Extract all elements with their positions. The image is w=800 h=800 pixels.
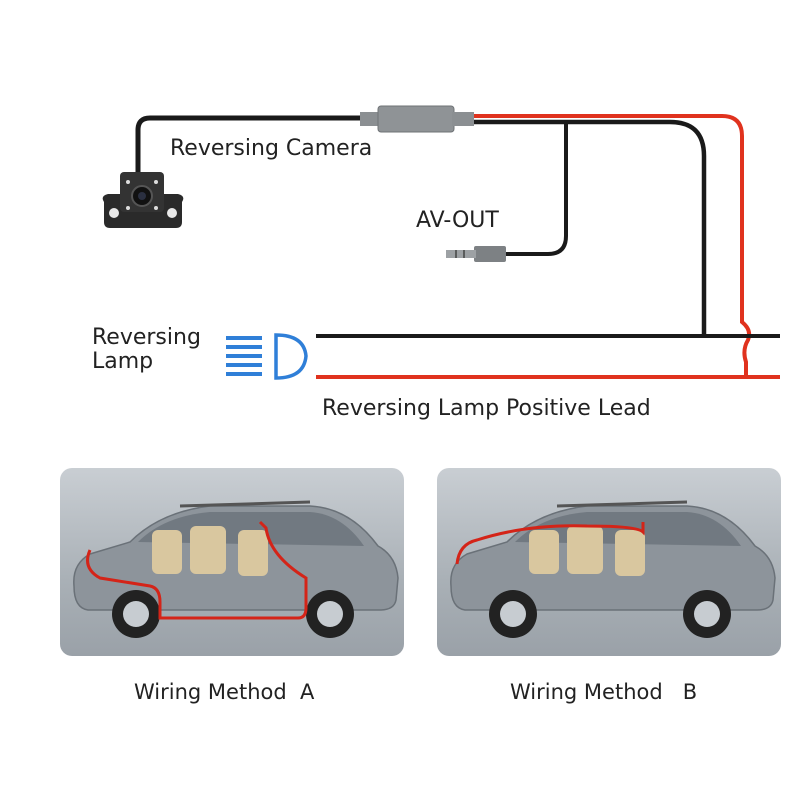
lamp-label-line2: Lamp <box>92 349 154 374</box>
caption-method-a: Wiring Method A <box>134 680 315 704</box>
camera-cable <box>135 115 362 172</box>
camera-label: Reversing Camera <box>170 136 373 161</box>
caption-method-b: Wiring Method B <box>510 680 698 704</box>
camera-icon <box>102 172 184 228</box>
av-out-label: AV-OUT <box>416 208 499 233</box>
av-plug-icon <box>446 246 506 262</box>
black-ground-wire <box>474 119 707 336</box>
wiring-diagram <box>102 105 780 380</box>
red-power-wire <box>474 114 752 378</box>
reversing-lamp-label: Reversing Lamp <box>92 326 201 374</box>
car-illustration-a <box>73 500 399 638</box>
cable-connector <box>360 105 474 133</box>
av-out-wire <box>504 122 568 256</box>
car-panel-a <box>60 468 404 656</box>
lamp-label-line1: Reversing <box>92 325 201 350</box>
car-panel-b <box>437 468 781 656</box>
car-illustration-b <box>450 500 776 638</box>
lamp-icon <box>226 333 308 380</box>
positive-lead-label: Reversing Lamp Positive Lead <box>322 396 651 421</box>
